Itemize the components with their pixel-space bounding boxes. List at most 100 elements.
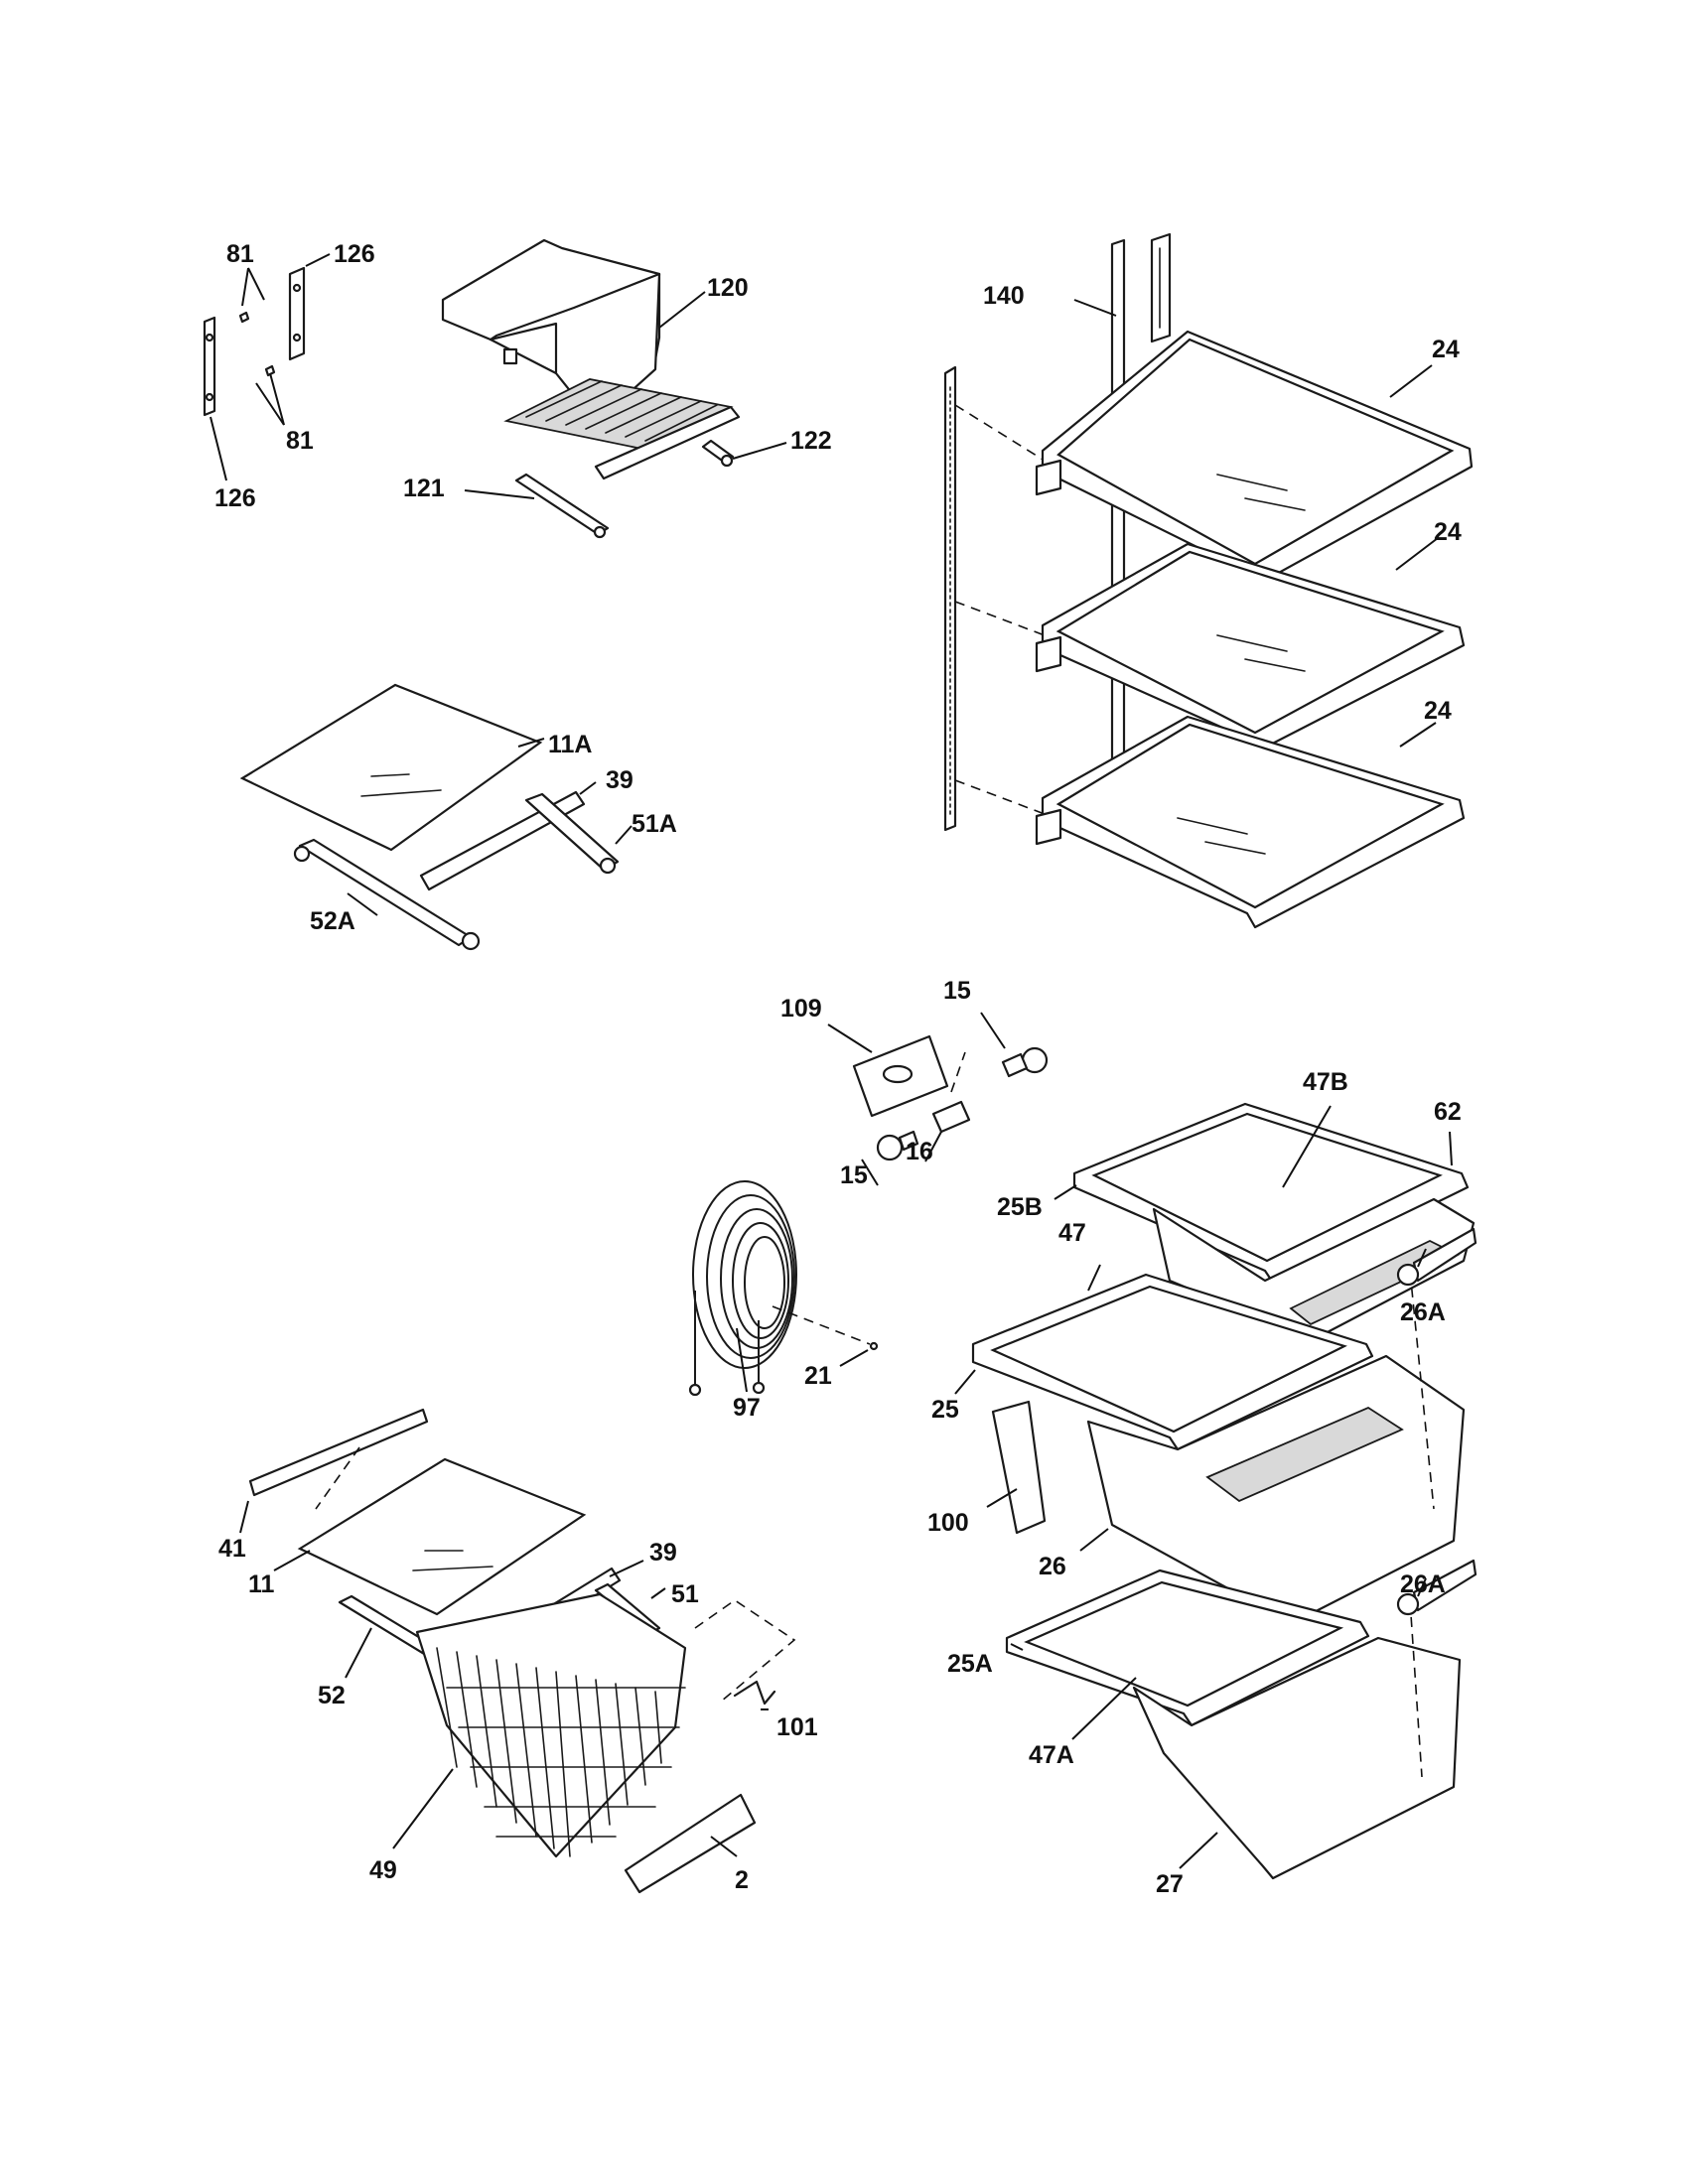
coil-fitting [688, 1383, 702, 1397]
leader [954, 1369, 976, 1395]
basket-hwires [446, 1687, 686, 1838]
glass-glare [1177, 817, 1266, 855]
callout-15-top: 15 [943, 977, 971, 1005]
callout-24-top: 24 [1432, 336, 1460, 363]
part-81-screw-bottom [264, 364, 276, 377]
leader [736, 1327, 748, 1393]
water-coil-group [688, 1180, 879, 1397]
leader [345, 1627, 372, 1679]
basket-wires [436, 1647, 662, 1857]
leader [241, 267, 249, 307]
dash-line [950, 1051, 966, 1093]
dash-line [954, 404, 1046, 462]
part-41-trim [248, 1408, 429, 1497]
dash-line [1409, 1599, 1423, 1778]
callout-101: 101 [776, 1713, 818, 1741]
dash-line [1409, 1270, 1435, 1510]
leader [579, 781, 597, 795]
rail-screw [720, 454, 734, 468]
callout-16: 16 [906, 1138, 933, 1165]
callout-52A: 52A [310, 907, 355, 935]
coil-ring [706, 1194, 795, 1359]
leader [392, 1768, 454, 1849]
part-51A-slide-right [524, 792, 620, 872]
part-120-front-lip [594, 405, 741, 480]
callout-100: 100 [927, 1509, 969, 1537]
leader [827, 1024, 873, 1053]
callout-52: 52 [318, 1682, 346, 1709]
leader [1417, 1577, 1427, 1597]
coil-ring [732, 1222, 789, 1339]
part-47-glass [990, 1285, 1347, 1433]
leader [305, 253, 331, 267]
dash-line [315, 1446, 360, 1510]
basket-group [239, 1408, 796, 1894]
callout-24-bottom: 24 [1424, 697, 1452, 725]
glass-glare [1216, 634, 1306, 672]
leader [1449, 1131, 1453, 1166]
part-100-panel [991, 1400, 1047, 1535]
rail-screw [593, 525, 607, 539]
leader [1399, 722, 1437, 748]
callout-126-top: 126 [334, 240, 375, 268]
leader [1073, 299, 1117, 317]
part-140-rail-back [1150, 232, 1172, 343]
part-97-coil-outer [692, 1180, 797, 1369]
hole [292, 283, 302, 293]
shield-window [882, 1064, 914, 1084]
glass-pane [1055, 723, 1445, 909]
hole [292, 333, 302, 342]
glass-glare [360, 773, 442, 797]
coil-fitting [752, 1381, 766, 1395]
crisper-group [954, 1102, 1477, 1880]
callout-25B: 25B [997, 1193, 1043, 1221]
leader [247, 267, 265, 301]
callout-47B: 47B [1303, 1068, 1348, 1096]
part-27-drawer-lower [1132, 1636, 1462, 1880]
grate-lines [525, 380, 718, 442]
callout-47A: 47A [1029, 1741, 1074, 1769]
callout-24-middle: 24 [1434, 518, 1462, 546]
part-81-screw-top [238, 311, 250, 324]
callout-2: 2 [735, 1866, 749, 1894]
callout-51: 51 [671, 1580, 699, 1608]
leader [269, 372, 285, 426]
part-126-bracket-right [288, 266, 306, 361]
leader [732, 442, 787, 460]
leader [980, 1012, 1006, 1049]
leader [986, 1488, 1018, 1508]
callout-labels: 81 126 81 126 120 122 121 140 24 24 24 1… [214, 240, 1462, 1898]
part-11A-glass-shelf [239, 683, 543, 852]
callout-81-bottom: 81 [286, 427, 314, 455]
part-47B-glass [1091, 1112, 1443, 1263]
callout-39-lower: 39 [649, 1539, 677, 1567]
callout-26A-lower: 26A [1400, 1570, 1446, 1598]
part-21-screw [869, 1341, 879, 1351]
coil-ring [744, 1236, 785, 1329]
shelf-hook [1035, 808, 1062, 846]
dash-line [772, 1305, 871, 1345]
leader [517, 738, 545, 748]
leader [239, 1500, 249, 1534]
part-101-clip [733, 1680, 776, 1706]
lamp-group [827, 1012, 1049, 1186]
part-2-cover [624, 1793, 757, 1894]
slide-shelf-group [239, 683, 633, 951]
glass-pane [1056, 338, 1455, 566]
glass-glare [1216, 474, 1306, 511]
callout-126-bottom: 126 [214, 484, 256, 512]
leader [1389, 364, 1433, 398]
callout-25: 25 [931, 1396, 959, 1424]
callout-39-upper: 39 [606, 766, 633, 794]
leader [861, 1159, 879, 1186]
dash-line [954, 779, 1046, 815]
hole [205, 392, 214, 402]
callout-140: 140 [983, 282, 1025, 310]
leader [1010, 1643, 1024, 1651]
part-121-rail [514, 473, 610, 536]
leader [210, 416, 227, 481]
hole [205, 333, 214, 342]
leader [1282, 1105, 1332, 1188]
callout-51A: 51A [632, 810, 677, 838]
